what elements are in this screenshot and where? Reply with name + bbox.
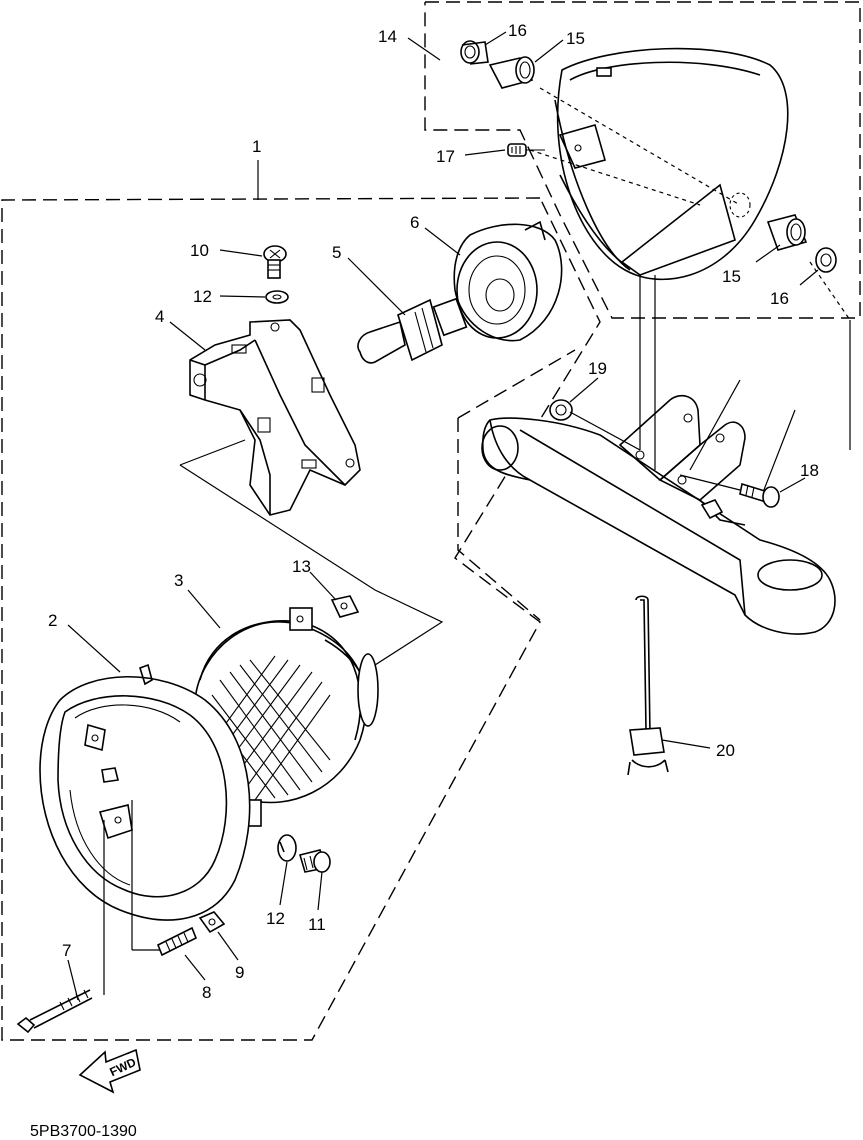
callout-18: 18	[800, 461, 819, 480]
callout-13: 13	[292, 557, 311, 576]
socket-cover-6	[453, 220, 563, 342]
adjusting-screw-8	[132, 926, 198, 957]
callout-5: 5	[332, 243, 341, 262]
callout-16-lower: 16	[770, 289, 789, 308]
screw-17	[507, 143, 545, 157]
grommet-16-lower	[815, 247, 837, 273]
bracket-4	[189, 319, 361, 516]
screw-10	[263, 245, 287, 279]
nut-19	[549, 399, 641, 451]
callout-12-upper: 12	[193, 287, 212, 306]
fwd-arrow-icon: FWD	[78, 1048, 141, 1094]
callout-15-lower: 15	[722, 267, 741, 286]
callout-2: 2	[48, 611, 57, 630]
callout-12-lower: 12	[266, 909, 285, 928]
group-boundary-1	[1, 197, 601, 1041]
grommet-15-lower	[766, 214, 808, 251]
headlight-mount-bracket	[481, 275, 851, 635]
washer-12-upper	[265, 290, 289, 304]
cable-tie-20	[627, 595, 669, 776]
leader-lines	[67, 31, 819, 1001]
callout-3: 3	[174, 571, 183, 590]
callout-16-upper: 16	[508, 21, 527, 40]
headlight-housing	[529, 47, 789, 281]
group-boundary-14	[424, 1, 861, 319]
callout-4: 4	[155, 307, 164, 326]
callout-10: 10	[190, 241, 209, 260]
bolt-18	[679, 474, 780, 508]
callout-14: 14	[378, 27, 397, 46]
washer-12-lower	[277, 834, 297, 862]
headlight-rim-2	[39, 663, 251, 995]
callout-9: 9	[235, 963, 244, 982]
screw-7	[16, 989, 93, 1034]
bulb-5	[357, 297, 468, 364]
nut-13	[330, 595, 360, 618]
nut-9	[198, 911, 226, 934]
diagram-code: 5PB3700-1390	[30, 1123, 137, 1140]
group-boundary-bracket	[457, 349, 576, 621]
callout-labels: 1 2 3 4 5 6 7 8 9 10 11 12 12 13 14 15 1…	[48, 21, 819, 1002]
callout-11: 11	[308, 915, 326, 934]
callout-7: 7	[62, 941, 71, 960]
screw-11	[298, 849, 331, 873]
callout-6: 6	[410, 213, 419, 232]
callout-20: 20	[716, 741, 735, 760]
grommet-16-upper	[460, 40, 489, 65]
callout-17: 17	[436, 147, 455, 166]
callout-8: 8	[202, 983, 211, 1002]
callout-15-upper: 15	[566, 29, 585, 48]
grommet-15-upper	[488, 56, 535, 89]
callout-19: 19	[588, 359, 607, 378]
callout-1: 1	[252, 137, 261, 156]
